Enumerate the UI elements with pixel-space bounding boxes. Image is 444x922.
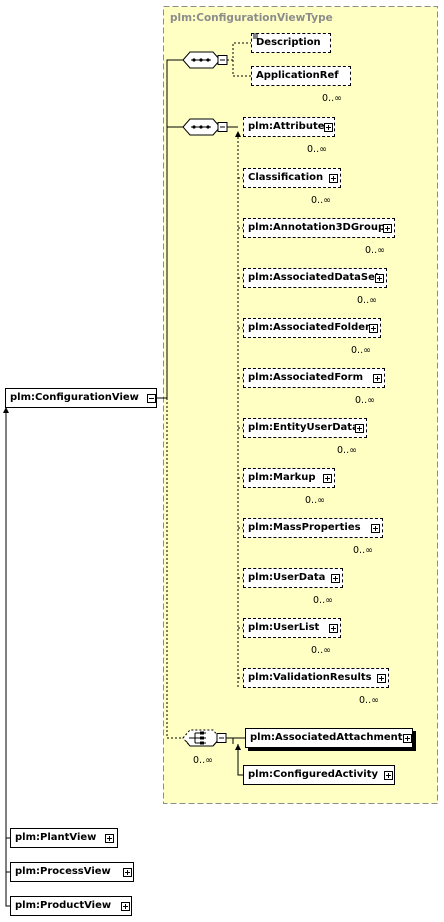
description-label: Description: [256, 37, 321, 48]
attribute-label: plm:Attribute: [248, 121, 325, 132]
description-element[interactable]: Description: [251, 33, 331, 53]
sequence-compositor-1[interactable]: [182, 51, 228, 69]
member-label: plm:UserData: [248, 572, 326, 583]
process-view-element[interactable]: plm:ProcessView: [10, 862, 134, 882]
member-element[interactable]: Classification: [243, 168, 344, 191]
member-label: plm:MassProperties: [248, 522, 361, 533]
member-occurrence: 0..∞: [337, 445, 357, 456]
expand-icon[interactable]: [105, 834, 114, 843]
member-label: plm:Annotation3DGroup: [248, 222, 386, 233]
member-label: plm:Markup: [248, 472, 316, 483]
member-occurrence: 0..∞: [313, 595, 333, 606]
choice-occurrence: 0..∞: [193, 755, 213, 766]
expand-icon[interactable]: [375, 274, 384, 283]
plant-view-element[interactable]: plm:PlantView: [10, 828, 118, 848]
member-element[interactable]: plm:AssociatedFolder: [243, 318, 384, 341]
member-element[interactable]: plm:UserData: [243, 568, 346, 591]
configured-activity-element[interactable]: plm:ConfiguredActivity: [243, 765, 395, 785]
expand-icon[interactable]: [371, 524, 380, 533]
collapse-icon[interactable]: [147, 394, 156, 403]
member-element[interactable]: plm:Markup: [243, 468, 338, 491]
member-label: plm:ValidationResults: [248, 672, 372, 683]
expand-icon[interactable]: [355, 424, 364, 433]
product-view-label: plm:ProductView: [15, 900, 112, 911]
expand-icon[interactable]: [373, 374, 382, 383]
attribute-occurrence: 0..∞: [307, 144, 327, 155]
member-element[interactable]: plm:UserList: [243, 618, 344, 641]
substitution-arrow-2: [235, 744, 241, 750]
member-label: plm:AssociatedFolder: [248, 322, 370, 333]
member-occurrence: 0..∞: [353, 545, 373, 556]
application-ref-label: ApplicationRef: [256, 70, 339, 81]
member-occurrence: 0..∞: [359, 695, 379, 706]
member-occurrence: 0..∞: [355, 395, 375, 406]
plant-view-label: plm:PlantView: [15, 832, 97, 843]
process-view-label: plm:ProcessView: [15, 866, 111, 877]
member-element[interactable]: plm:AssociatedForm: [243, 368, 388, 391]
choice-compositor[interactable]: [182, 729, 227, 747]
configured-activity-label: plm:ConfiguredActivity: [248, 769, 379, 780]
member-label: plm:EntityUserData: [248, 422, 359, 433]
expand-icon[interactable]: [123, 868, 132, 877]
member-label: plm:AssociatedDataSet: [248, 272, 380, 283]
expand-icon[interactable]: [377, 674, 386, 683]
member-occurrence: 0..∞: [357, 295, 377, 306]
member-occurrence: 0..∞: [305, 495, 325, 506]
product-view-element[interactable]: plm:ProductView: [10, 896, 132, 916]
expand-icon[interactable]: [329, 624, 338, 633]
expand-icon[interactable]: [121, 902, 130, 911]
member-label: plm:AssociatedForm: [248, 372, 363, 383]
application-ref-element[interactable]: ApplicationRef: [251, 66, 354, 89]
substitution-arrow: [235, 131, 241, 137]
sequence-compositor-2[interactable]: [182, 118, 228, 136]
documentation-icon: [253, 33, 258, 39]
expand-icon[interactable]: [329, 174, 338, 183]
attribute-element[interactable]: plm:Attribute: [243, 117, 338, 140]
expand-icon[interactable]: [331, 574, 340, 583]
associated-attachment-element[interactable]: plm:AssociatedAttachment: [245, 728, 413, 748]
type-box-title: plm:ConfigurationViewType: [170, 12, 333, 24]
member-element[interactable]: plm:ValidationResults: [243, 668, 392, 691]
member-element[interactable]: plm:EntityUserData: [243, 418, 370, 441]
substitution-arrow-3: [3, 407, 9, 413]
member-occurrence: 0..∞: [365, 245, 385, 256]
expand-icon[interactable]: [383, 224, 392, 233]
expand-icon[interactable]: [403, 734, 412, 743]
member-element[interactable]: plm:AssociatedDataSet: [243, 268, 390, 291]
expand-icon[interactable]: [369, 324, 378, 333]
member-element[interactable]: plm:MassProperties: [243, 518, 386, 541]
member-element[interactable]: plm:Annotation3DGroup: [243, 218, 398, 241]
member-label: plm:UserList: [248, 622, 320, 633]
member-occurrence: 0..∞: [351, 345, 371, 356]
expand-icon[interactable]: [323, 474, 332, 483]
connector-lines: [5, 42, 251, 907]
member-occurrence: 0..∞: [311, 195, 331, 206]
expand-icon[interactable]: [324, 123, 333, 132]
application-ref-occurrence: 0..∞: [322, 93, 342, 104]
member-occurrence: 0..∞: [311, 645, 331, 656]
configuration-view-element[interactable]: plm:ConfigurationView: [5, 388, 157, 408]
expand-icon[interactable]: [384, 771, 393, 780]
configuration-view-label: plm:ConfigurationView: [10, 392, 139, 403]
member-label: Classification: [248, 172, 324, 183]
associated-attachment-label: plm:AssociatedAttachment: [250, 732, 403, 743]
